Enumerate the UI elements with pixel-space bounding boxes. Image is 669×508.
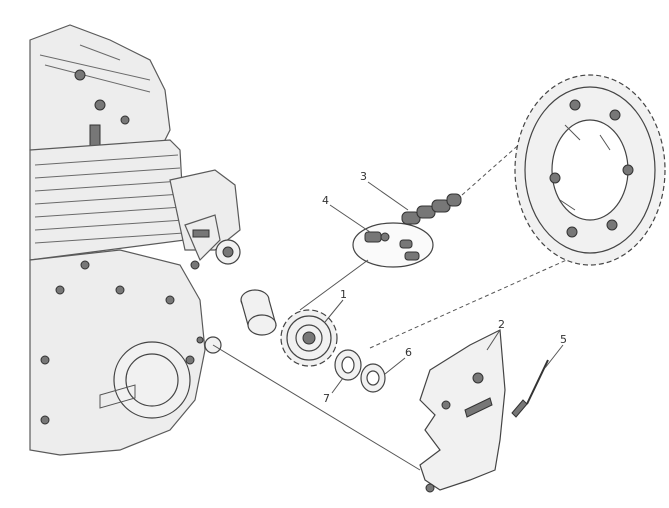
callout-4: 4 [322,194,329,207]
leader-2 [486,329,501,351]
front-sprocket-icon [280,309,338,367]
callout-7: 7 [323,392,330,405]
nut-icon [360,363,386,393]
chain-segment-icon [401,193,462,225]
callout-1: 1 [340,288,347,301]
washer-icon [334,349,362,381]
engine-block-icon [29,24,241,456]
leader-1 [324,299,344,323]
leader-3 [367,181,409,211]
chain-path-lower [369,244,601,349]
callout-2: 2 [498,318,505,331]
master-link-leader [299,259,369,311]
leader-5 [544,344,564,369]
sprocket-cover-icon [419,329,506,493]
callout-5: 5 [560,333,567,346]
leader-7 [331,377,344,394]
callout-3: 3 [360,170,367,183]
leader-4 [329,204,371,233]
screw-icon [511,359,549,418]
spacer-bushing-icon [240,289,277,336]
rear-sprocket-icon [514,74,666,266]
shaft-leader-line [212,344,421,471]
chain-master-link-icon [352,222,434,268]
leader-6 [384,357,406,375]
callout-6: 6 [405,346,412,359]
